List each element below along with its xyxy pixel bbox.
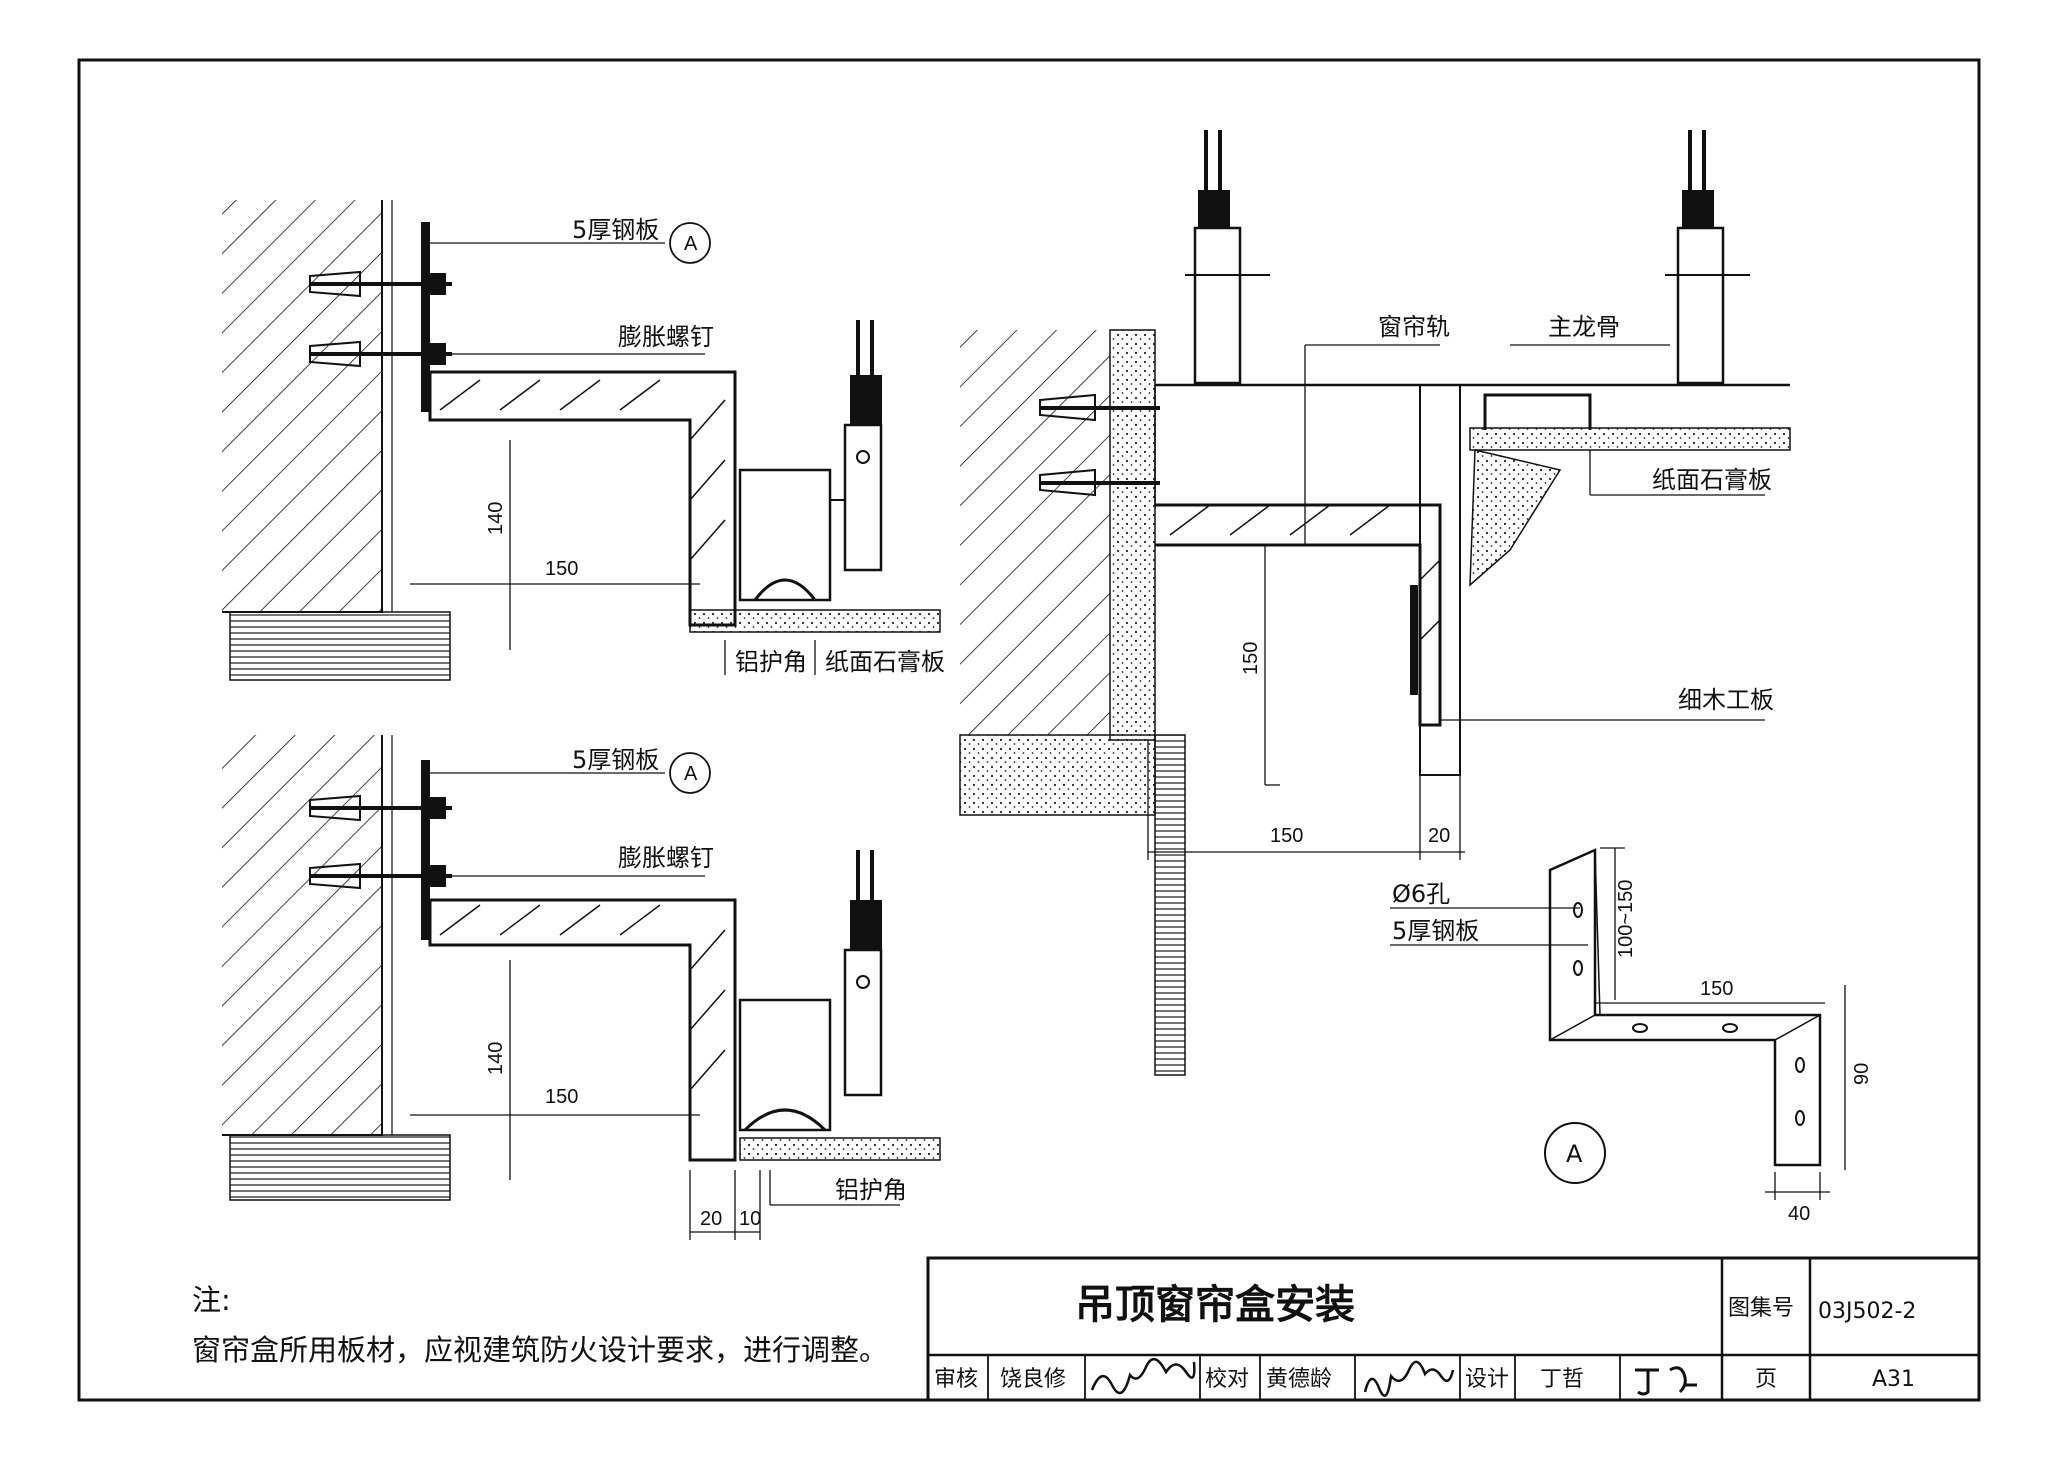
label-steel-plate-a: 5厚钢板 xyxy=(1392,917,1479,945)
svg-text:140: 140 xyxy=(485,1042,507,1075)
dim-40: 40 xyxy=(1788,1203,1810,1225)
concrete-wall xyxy=(222,200,382,612)
dim-100-150: 100~150 xyxy=(1615,880,1637,958)
svg-text:A: A xyxy=(1566,1140,1583,1168)
detail-right: 窗帘轨 主龙骨 纸面石膏板 细木工板 150 150 20 xyxy=(959,130,1791,1076)
dim-10: 10 xyxy=(739,1208,761,1230)
callout-a xyxy=(669,222,711,264)
angle-bracket xyxy=(1548,848,1822,1167)
expansion-bolt xyxy=(309,270,452,368)
svg-text:150: 150 xyxy=(1240,642,1262,675)
note-text: 窗帘盒所用板材，应视建筑防火设计要求，进行调整。 xyxy=(192,1333,888,1367)
label-steel-plate: 5厚钢板 xyxy=(572,216,659,244)
curtain-rail xyxy=(738,468,832,602)
hanger xyxy=(843,423,883,572)
svg-text:150: 150 xyxy=(545,1086,578,1108)
title-block: 吊顶窗帘盒安装 图集号 03J502-2 审核 饶良修 校对 黄德龄 设计 丁哲… xyxy=(926,1256,1981,1402)
detail-a-bracket: Ø6孔 5厚钢板 100~150 150 90 40 A xyxy=(1390,847,1873,1225)
curtain-box-board xyxy=(428,370,737,627)
dim-20: 20 xyxy=(700,1208,722,1230)
note-heading: 注: xyxy=(192,1283,231,1317)
svg-text:膨胀螺钉: 膨胀螺钉 xyxy=(618,844,714,872)
reviewer-signature xyxy=(1090,1358,1196,1395)
label-curtain-rail: 窗帘轨 xyxy=(1378,313,1450,341)
svg-text:A: A xyxy=(684,233,698,255)
dim-90: 90 xyxy=(1851,1063,1873,1085)
label-expansion-bolt: 膨胀螺钉 xyxy=(618,323,714,351)
label-aluminum-corner: 铝护角 xyxy=(735,648,807,676)
wood-sill xyxy=(229,611,451,681)
svg-text:纸面石膏板: 纸面石膏板 xyxy=(1652,466,1772,494)
svg-text:150: 150 xyxy=(1700,978,1733,1000)
callout-a-large xyxy=(1544,1122,1606,1184)
svg-text:铝护角: 铝护角 xyxy=(835,1176,907,1204)
svg-text:5厚钢板: 5厚钢板 xyxy=(572,746,659,774)
check-label: 校对 xyxy=(1205,1367,1249,1392)
svg-text:150: 150 xyxy=(1270,825,1303,847)
steel-plate xyxy=(421,222,430,412)
page-label: 页 xyxy=(1755,1367,1777,1392)
label-gypsum-board: 纸面石膏板 xyxy=(825,648,945,676)
label-fine-wood-board: 细木工板 xyxy=(1678,686,1774,714)
page-number: A31 xyxy=(1872,1367,1915,1392)
designer-signature xyxy=(1635,1366,1697,1396)
svg-text:20: 20 xyxy=(1428,825,1450,847)
gypsum-board xyxy=(689,609,941,633)
review-label: 审核 xyxy=(934,1367,978,1392)
detail-top-left: 140 150 5厚钢板 A 膨胀螺钉 铝护角 纸面石膏板 xyxy=(222,200,945,681)
label-main-keel: 主龙骨 xyxy=(1548,313,1620,341)
checker-signature xyxy=(1363,1360,1455,1397)
atlas-number: 03J502-2 xyxy=(1818,1299,1916,1324)
checker-name: 黄德龄 xyxy=(1266,1367,1332,1392)
label-hole: Ø6孔 xyxy=(1392,880,1450,908)
atlas-label: 图集号 xyxy=(1728,1296,1794,1321)
detail-bottom-left: 140 150 20 10 5厚钢板 A 膨胀螺钉 铝护角 xyxy=(222,735,941,1240)
drawing-title: 吊顶窗帘盒安装 xyxy=(1075,1282,1355,1328)
reviewer-name: 饶良修 xyxy=(1000,1367,1066,1392)
plaster-layer xyxy=(1109,329,1156,741)
svg-text:A: A xyxy=(684,763,698,785)
dim-140: 140 xyxy=(485,502,507,535)
designer-name: 丁哲 xyxy=(1540,1367,1584,1392)
design-label: 设计 xyxy=(1465,1367,1509,1392)
dim-150: 150 xyxy=(545,558,578,580)
